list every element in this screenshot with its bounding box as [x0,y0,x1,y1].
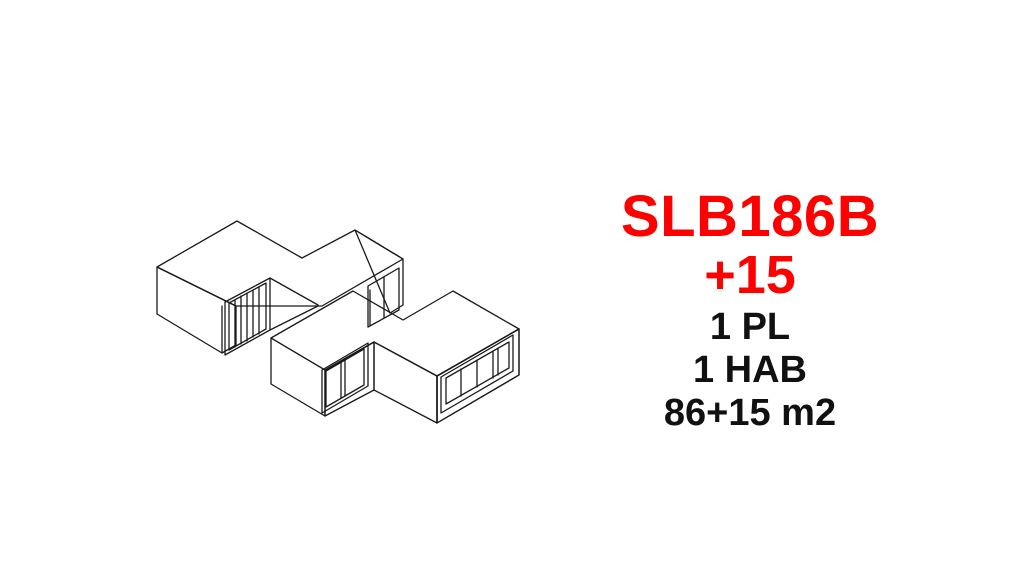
rear-module [156,220,404,356]
product-code: SLB186B [620,184,880,249]
area-spec: 86+15 m2 [663,392,837,434]
floors-spec: 1 PL [709,306,791,348]
product-info: SLB186B +15 1 PL 1 HAB 86+15 m2 [560,188,940,435]
front-module [270,290,520,424]
rooms-spec: 1 HAB [692,349,808,391]
product-code-extra: +15 [704,245,796,305]
